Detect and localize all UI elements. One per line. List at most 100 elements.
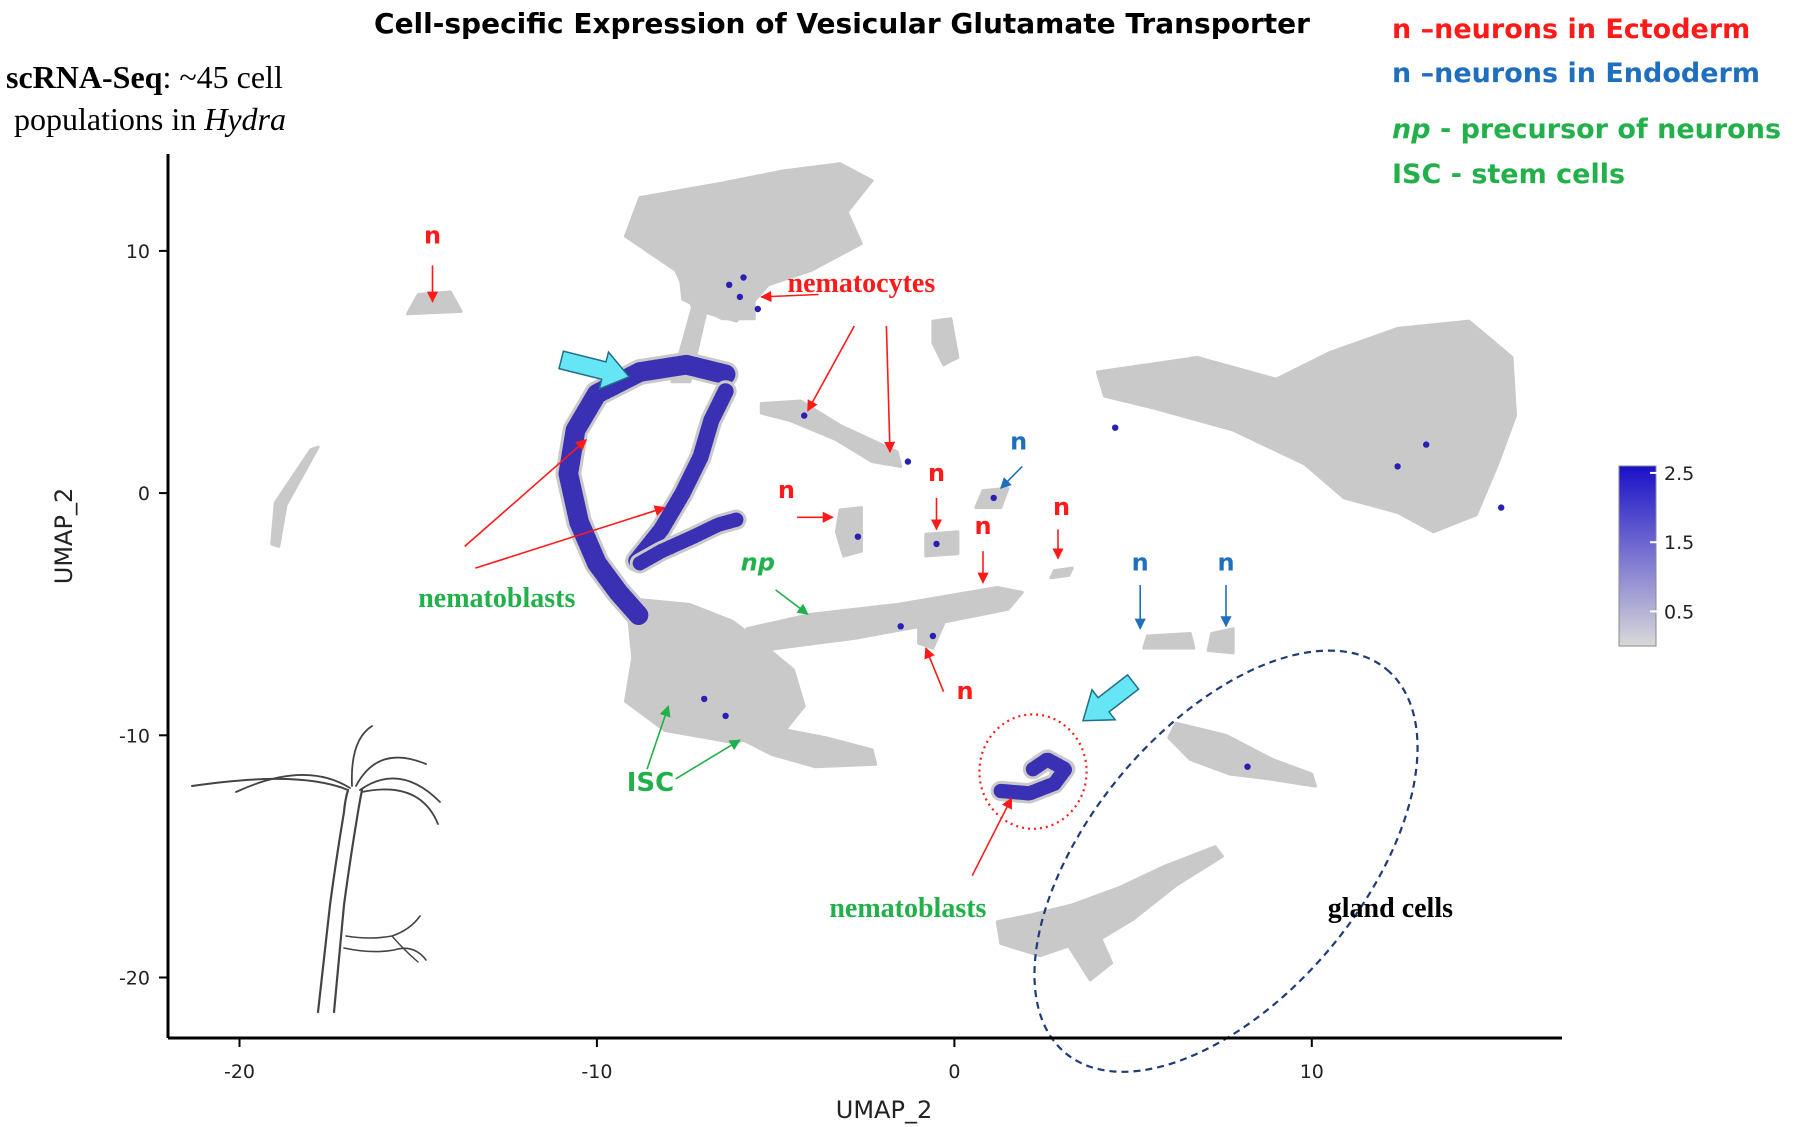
- annotation-label: n: [928, 459, 945, 487]
- cell-clusters: [270, 162, 1517, 982]
- y-tick-label: -10: [119, 725, 150, 747]
- annotation-arrow: [464, 439, 588, 548]
- expression-dot: [929, 632, 937, 640]
- cluster-small-n-2: [924, 530, 960, 558]
- annotation-arrow: [884, 325, 896, 454]
- legend-symbol: ISC: [1392, 159, 1441, 190]
- annotation-arrow: [1000, 465, 1023, 489]
- expression-dot: [740, 274, 747, 281]
- annotation-label: nematocytes: [788, 268, 936, 299]
- highlight-arrow: [1081, 673, 1140, 722]
- annotation-arrow: [475, 505, 666, 569]
- legend: n –neurons in Ectoderm n –neurons in End…: [1392, 14, 1781, 190]
- colorbar-tick-label: 1.5: [1664, 532, 1694, 554]
- legend-text: - precursor of neurons: [1431, 114, 1781, 145]
- legend-text: –neurons in Endoderm: [1411, 58, 1760, 89]
- colorbar: [1618, 465, 1657, 647]
- chart-title: Cell-specific Expression of Vesicular Gl…: [374, 7, 1310, 40]
- annotation-arrow: [971, 797, 1013, 877]
- legend-entry-endoderm: n –neurons in Endoderm: [1392, 58, 1760, 89]
- annotation-label: nematoblasts: [829, 893, 986, 924]
- expression-nematoblast-branch-1: [628, 383, 734, 569]
- cluster-gland-bottom: [995, 845, 1224, 982]
- legend-symbol: n: [1392, 14, 1411, 45]
- subtitle-line2-italic: Hydra: [203, 101, 286, 137]
- legend-text: –neurons in Ectoderm: [1411, 14, 1750, 45]
- expression-dot: [1244, 763, 1251, 770]
- y-axis-ticks: 100-10-20: [119, 241, 168, 990]
- legend-symbol: np: [1392, 114, 1431, 145]
- y-tick-label: 0: [138, 483, 150, 505]
- x-tick-label: -20: [224, 1061, 255, 1083]
- legend-entry-ectoderm: n –neurons in Ectoderm: [1392, 14, 1750, 45]
- subtitle-rest: : ~45 cell: [162, 59, 283, 95]
- axes: [166, 154, 1562, 1040]
- colorbar-ticks: 2.51.50.5: [1650, 463, 1694, 623]
- annotation-arrow: [775, 589, 809, 615]
- annotation-label: gland cells: [1328, 893, 1453, 924]
- annotation-arrows: [426, 265, 1232, 877]
- colorbar-tick-label: 2.5: [1664, 463, 1694, 485]
- annotation-arrow: [807, 325, 856, 412]
- annotation-label: ISC: [627, 768, 674, 798]
- cluster-left-small-cluster: [406, 290, 463, 316]
- expression-dot: [1423, 441, 1430, 448]
- cluster-gland-right-top: [1167, 721, 1317, 788]
- expression-dot: [801, 412, 808, 419]
- x-tick-label: 0: [948, 1061, 960, 1083]
- cluster-right-small-blob: [931, 317, 960, 367]
- expression-dot: [1498, 504, 1505, 511]
- expression-dot: [1112, 424, 1119, 431]
- cluster-nematocyte-band: [759, 399, 903, 468]
- expression-dot: [736, 293, 744, 301]
- cluster-lower-left-band: [742, 724, 878, 769]
- annotation-arrow: [646, 705, 671, 770]
- subtitle-bold: scRNA-Seq: [6, 59, 163, 95]
- expression-dot: [754, 305, 761, 313]
- expression-dot: [726, 281, 733, 288]
- highlight-arrow: [558, 350, 631, 391]
- cluster-endo-n-right: [1206, 627, 1235, 655]
- expression-dot: [1394, 463, 1401, 470]
- subtitle-line2-prefix: populations in: [14, 101, 204, 137]
- annotation-label: nematoblasts: [418, 583, 575, 614]
- annotation-label: n: [957, 677, 974, 705]
- annotation-label: n: [1132, 549, 1149, 577]
- cluster-endo-n-left: [1142, 632, 1196, 650]
- x-axis-label: UMAP_2: [836, 1096, 932, 1124]
- expression-nematoblast-arc: [558, 354, 736, 627]
- cluster-left-thin-arc: [270, 445, 320, 548]
- annotation-arrow: [924, 647, 945, 693]
- annotation-arrow: [675, 739, 741, 780]
- annotation-label: n: [778, 476, 795, 504]
- legend-entry-precursor: np - precursor of neurons: [1392, 114, 1781, 145]
- x-tick-label: -10: [581, 1061, 612, 1083]
- y-axis-label: UMAP_2: [50, 488, 78, 584]
- annotation-label: n: [1217, 549, 1234, 577]
- expression-nematoblast-branch-2: [632, 512, 744, 571]
- expression-dot: [701, 695, 708, 703]
- legend-text: - stem cells: [1441, 159, 1625, 190]
- cluster-big-right-cluster: [1095, 319, 1517, 534]
- chart-subtitle-line2: populations in Hydra: [14, 101, 286, 137]
- annotation-label: np: [741, 549, 775, 577]
- cluster-middle-band: [745, 586, 1024, 652]
- expression-dot: [897, 623, 904, 630]
- legend-symbol: n: [1392, 58, 1411, 89]
- annotation-arrow: [760, 290, 819, 303]
- expression-dot: [933, 540, 940, 548]
- annotation-label: n: [1053, 493, 1070, 521]
- highlight-ellipses: [978, 649, 1419, 1073]
- expression-dot: [854, 533, 862, 540]
- ellipse-dotted: [978, 713, 1088, 830]
- annotation-label: n: [1010, 428, 1027, 456]
- expression-nematoblast-hook: [993, 752, 1073, 801]
- annotation-label: n: [974, 512, 991, 540]
- ellipse-dashed: [1033, 649, 1419, 1073]
- cluster-small-n-1: [834, 506, 863, 558]
- y-tick-label: -20: [119, 968, 150, 990]
- annotation-label: n: [424, 222, 441, 250]
